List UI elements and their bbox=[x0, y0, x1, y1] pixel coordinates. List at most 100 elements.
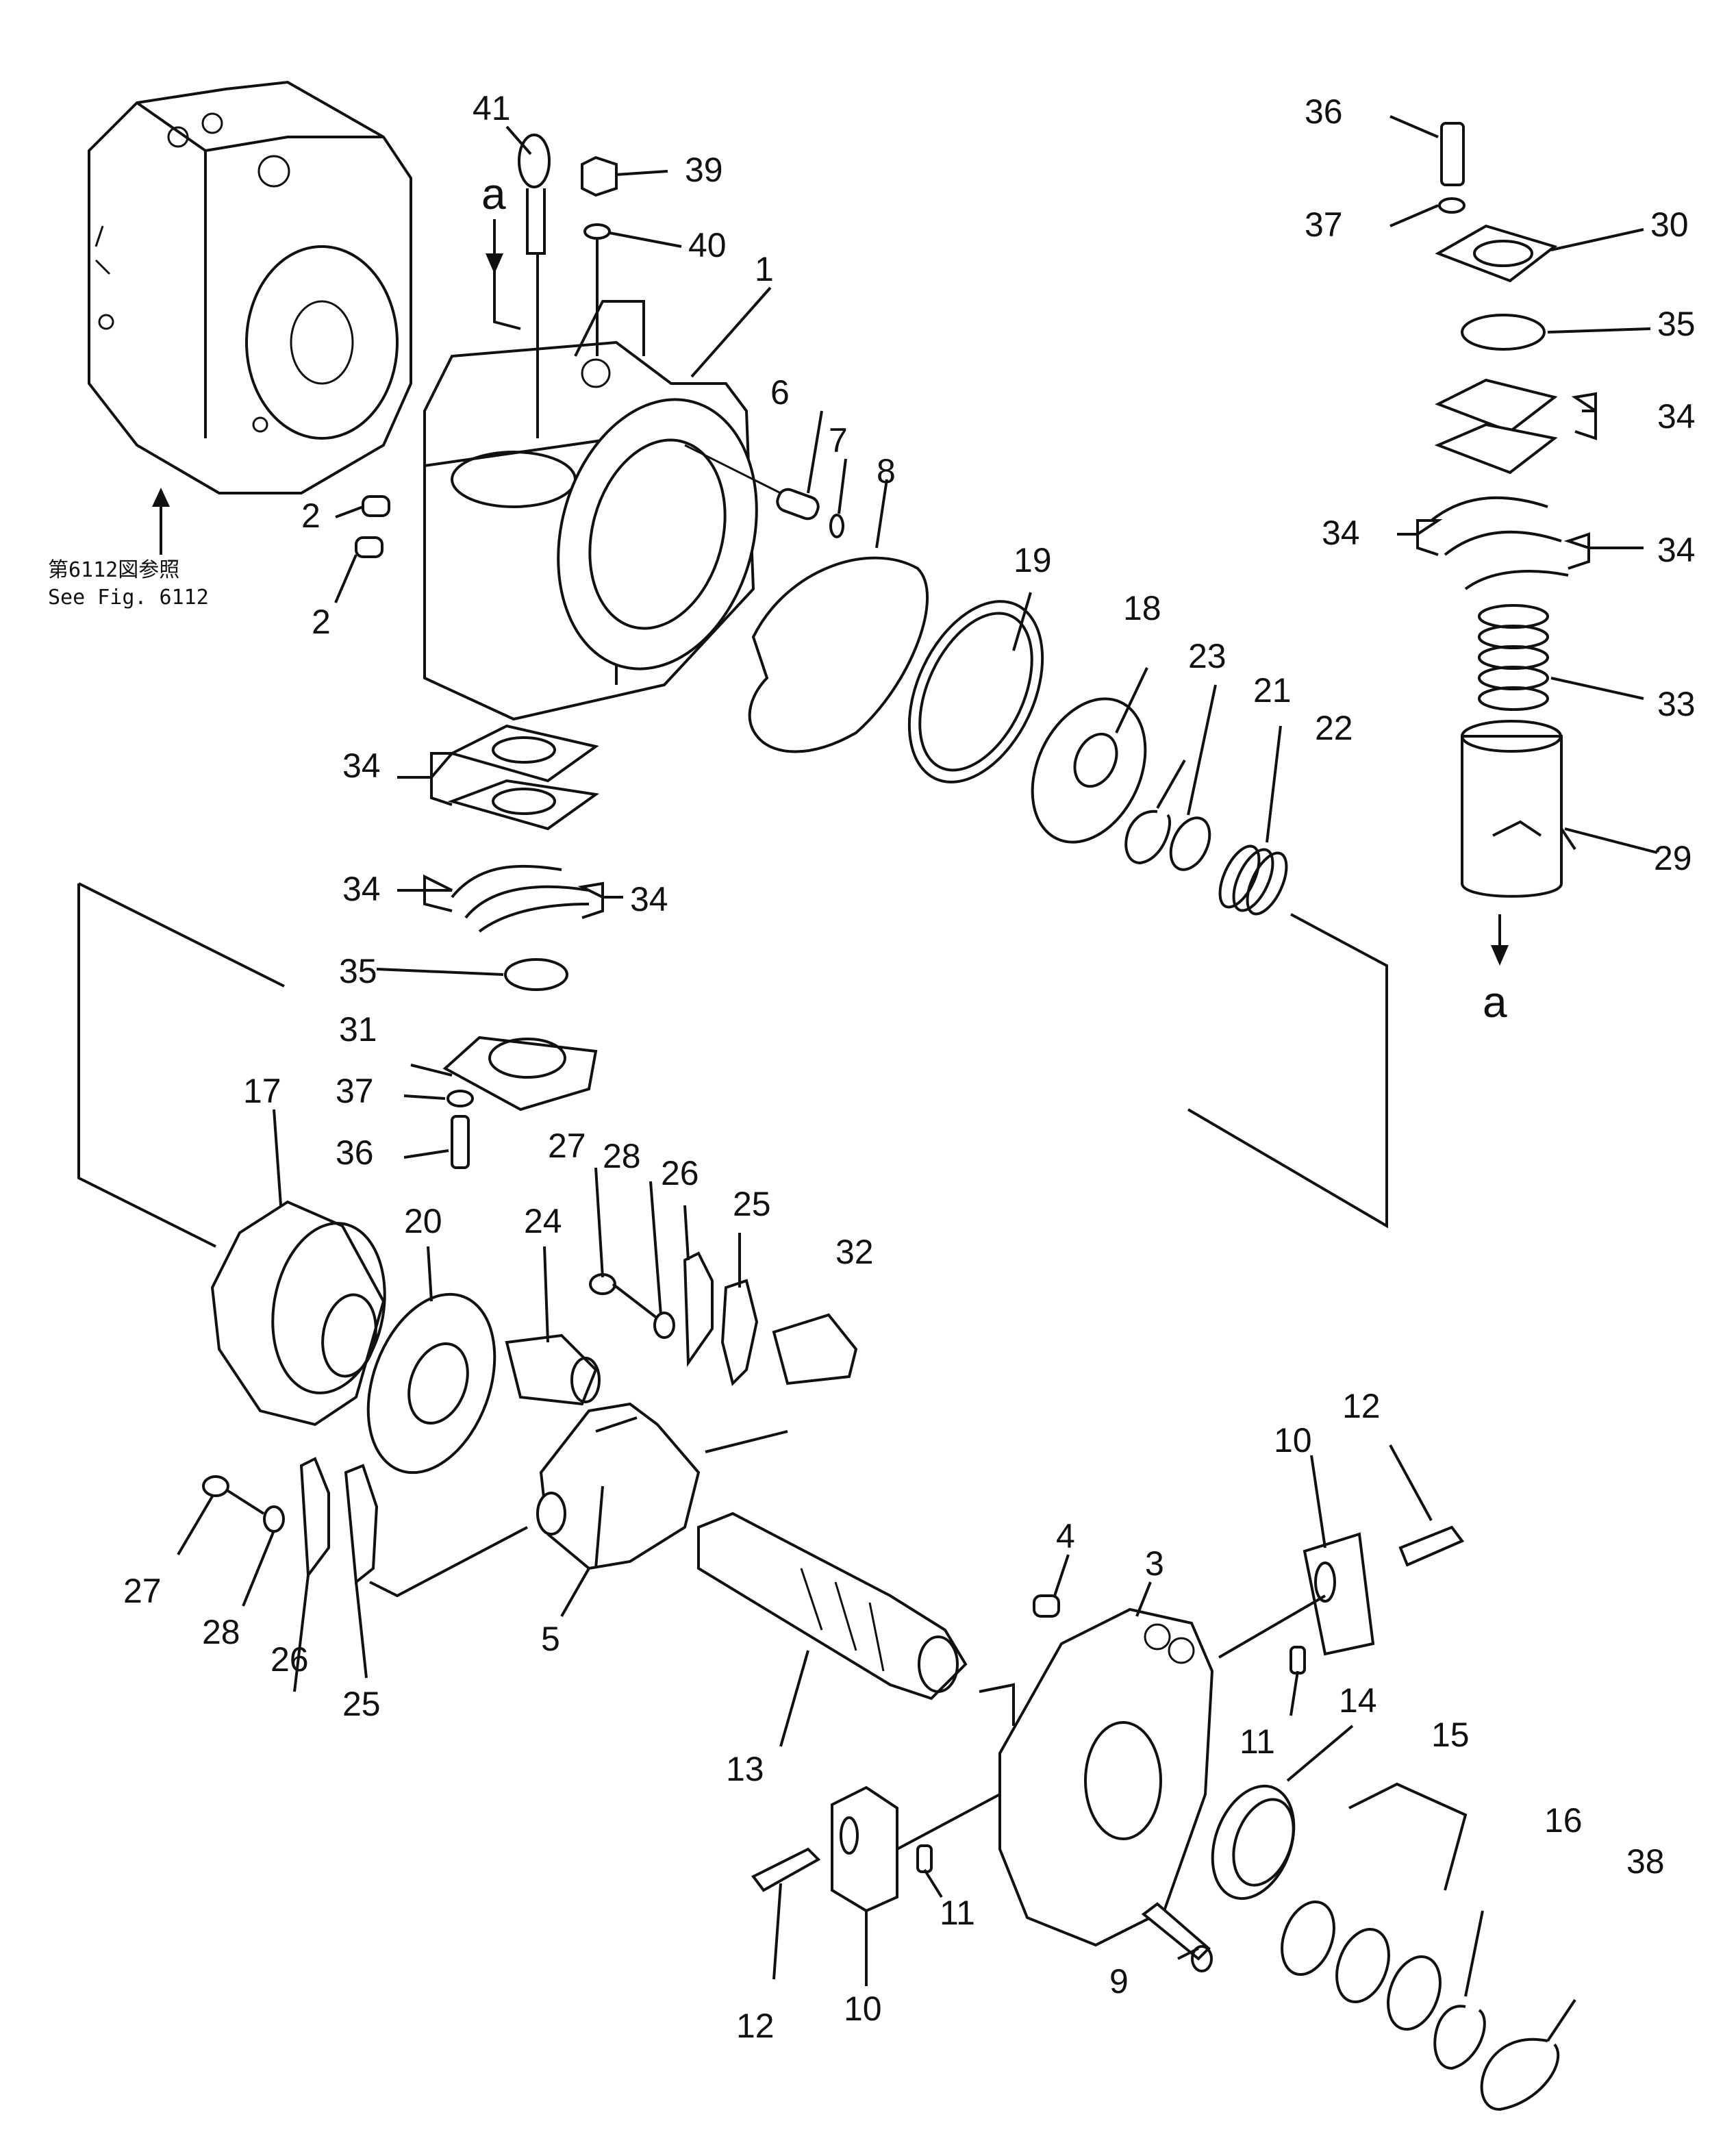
ring-15a bbox=[1281, 1900, 1335, 1977]
callout-15: 15 bbox=[1431, 1716, 1470, 1754]
o-ring-40 bbox=[583, 223, 611, 240]
plate-line-lower bbox=[896, 1793, 1001, 1851]
bolt-9 bbox=[1141, 1902, 1211, 1961]
callout-labels: 1 2 2 3 4 5 6 7 8 9 10 10 11 11 12 12 13… bbox=[123, 89, 1696, 2045]
reference-arrowhead bbox=[152, 488, 170, 507]
right-stack bbox=[1430, 122, 1569, 898]
callout-23: 23 bbox=[1188, 637, 1226, 675]
reference-note-en: See Fig. 6112 bbox=[48, 586, 209, 610]
callout-17: 17 bbox=[243, 1072, 281, 1110]
callout-19: 19 bbox=[1014, 541, 1052, 579]
callout-40: 40 bbox=[688, 226, 727, 264]
callout-39: 39 bbox=[685, 151, 723, 189]
callout-36b: 36 bbox=[336, 1133, 374, 1172]
snap-ring-23 bbox=[1124, 810, 1172, 865]
gasket-8 bbox=[748, 556, 929, 753]
callout-10b: 10 bbox=[844, 1990, 882, 2028]
callout-4: 4 bbox=[1056, 1517, 1075, 1555]
callout-7: 7 bbox=[829, 421, 848, 460]
spring-22 bbox=[1218, 844, 1288, 916]
callout-25a: 25 bbox=[733, 1185, 771, 1223]
callout-20: 20 bbox=[404, 1202, 442, 1240]
callout-11b: 11 bbox=[940, 1894, 975, 1932]
eye-bolt bbox=[518, 134, 551, 255]
callout-26b: 26 bbox=[271, 1640, 309, 1679]
arrow-a-top-line bbox=[493, 219, 521, 330]
plug-2a bbox=[362, 495, 390, 517]
callout-34b: 34 bbox=[1322, 514, 1360, 552]
upper-bolt-group bbox=[589, 1251, 858, 1386]
callout-36a: 36 bbox=[1305, 92, 1343, 131]
callout-1: 1 bbox=[755, 250, 774, 288]
callout-34d: 34 bbox=[342, 747, 381, 785]
callout-12b: 12 bbox=[736, 2007, 775, 2045]
plug bbox=[581, 155, 618, 197]
bracket-line-a bbox=[78, 882, 285, 988]
callout-21: 21 bbox=[1253, 671, 1292, 710]
end-cover-3 bbox=[979, 1607, 1214, 1947]
bolt-12-upper bbox=[1398, 1525, 1465, 1567]
callout-34a: 34 bbox=[1657, 397, 1696, 436]
callout-18: 18 bbox=[1123, 589, 1161, 627]
callout-32: 32 bbox=[835, 1233, 874, 1271]
arrow-mark-a-top: a bbox=[481, 169, 506, 218]
callout-29: 29 bbox=[1654, 839, 1692, 877]
snap-ring-16 bbox=[1433, 2005, 1486, 2070]
callout-10a: 10 bbox=[1274, 1421, 1312, 1459]
plate-10-upper bbox=[1303, 1532, 1375, 1656]
callout-9: 9 bbox=[1109, 1962, 1129, 2001]
shaft-13 bbox=[697, 1512, 968, 1701]
swash-line bbox=[705, 1430, 788, 1453]
leader-lines bbox=[177, 115, 1658, 2042]
cylinder-block-17 bbox=[210, 1200, 386, 1427]
left-stack bbox=[442, 724, 600, 1169]
callout-35b: 35 bbox=[339, 952, 377, 990]
callout-5: 5 bbox=[541, 1620, 560, 1658]
pin-11-upper bbox=[1290, 1646, 1306, 1675]
callout-26a: 26 bbox=[661, 1154, 699, 1192]
callout-11a: 11 bbox=[1240, 1722, 1275, 1761]
callout-16: 16 bbox=[1544, 1801, 1583, 1840]
callout-12a: 12 bbox=[1342, 1387, 1381, 1425]
callout-37b: 37 bbox=[336, 1072, 374, 1110]
seal-19 bbox=[907, 600, 1044, 783]
plug-2b bbox=[355, 536, 383, 558]
callout-41: 41 bbox=[473, 89, 511, 127]
callout-2b: 2 bbox=[312, 603, 331, 641]
callout-24: 24 bbox=[524, 1202, 562, 1240]
ring-15c bbox=[1387, 1955, 1442, 2031]
bearing-14 bbox=[1211, 1784, 1296, 1901]
arrow-mark-a-bottom: a bbox=[1483, 977, 1507, 1027]
callout-34e: 34 bbox=[342, 870, 381, 908]
callout-28b: 28 bbox=[202, 1613, 240, 1651]
reference-housing bbox=[88, 80, 412, 494]
callout-37a: 37 bbox=[1305, 205, 1343, 244]
bracket-line-c bbox=[1187, 913, 1388, 1229]
plate-10-lower bbox=[831, 1785, 898, 1913]
pin-11-lower bbox=[916, 1844, 933, 1873]
bolt-12-lower bbox=[751, 1847, 821, 1892]
ring-15b bbox=[1335, 1927, 1390, 2004]
callout-25b: 25 bbox=[342, 1685, 381, 1723]
bracket-line-b bbox=[77, 883, 216, 1248]
callout-28a: 28 bbox=[603, 1137, 641, 1175]
lower-bolt-group bbox=[202, 1457, 379, 1585]
ring-21 bbox=[1169, 816, 1211, 871]
swash-plate-5 bbox=[536, 1402, 701, 1570]
callout-22: 22 bbox=[1315, 709, 1353, 747]
ring-38 bbox=[1480, 2037, 1560, 2111]
arrow-a-bottom-head bbox=[1491, 945, 1509, 966]
pin-6 bbox=[776, 488, 820, 521]
arrow-a-top-head bbox=[486, 253, 503, 274]
callout-3: 3 bbox=[1145, 1544, 1164, 1583]
callout-27b: 27 bbox=[123, 1572, 162, 1610]
lower-seat-line bbox=[369, 1526, 528, 1598]
o-ring-7 bbox=[829, 514, 844, 538]
plate-line-upper bbox=[1218, 1594, 1326, 1659]
retainer-plate-20 bbox=[366, 1292, 496, 1475]
plug-4 bbox=[1033, 1594, 1060, 1618]
pin-line bbox=[684, 444, 781, 494]
callout-34f: 34 bbox=[630, 880, 668, 918]
callout-2a: 2 bbox=[301, 497, 320, 535]
